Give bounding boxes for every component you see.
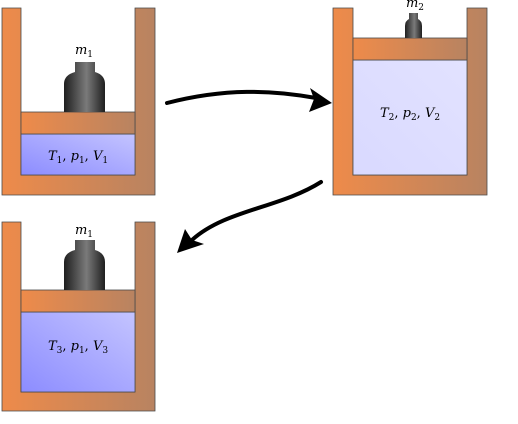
arrow-line xyxy=(165,89,318,105)
piston xyxy=(352,37,468,61)
cylinder-state-3: m1 T3, p1, V3 xyxy=(1,221,156,412)
state-label: T1, p1, V1 xyxy=(48,149,108,166)
arrowhead-icon xyxy=(309,88,332,112)
cylinder-wall xyxy=(1,7,156,196)
arrow-line xyxy=(190,180,323,242)
weight-label: m2 xyxy=(406,0,424,13)
gas-volume xyxy=(20,133,136,176)
cylinder-state-2: m2 T2, p2, V2 xyxy=(332,0,488,196)
arrow-state-2-to-3 xyxy=(177,180,323,253)
cylinder-wall xyxy=(1,221,156,412)
state-label: T3, p1, V3 xyxy=(48,339,108,356)
weight-label: m1 xyxy=(75,43,93,60)
weight-m1 xyxy=(64,62,105,112)
weight-m1 xyxy=(64,240,105,290)
piston xyxy=(20,111,136,135)
piston xyxy=(20,289,136,313)
arrow-state-1-to-2 xyxy=(165,88,332,112)
arrowhead-icon xyxy=(177,229,204,253)
weight-m2 xyxy=(405,13,422,38)
weight-label: m1 xyxy=(75,223,93,240)
cylinder-state-1: m1 T1, p1, V1 xyxy=(1,7,156,196)
state-label: T2, p2, V2 xyxy=(380,106,440,123)
gas-volume xyxy=(352,59,468,176)
gas-volume xyxy=(20,311,136,393)
